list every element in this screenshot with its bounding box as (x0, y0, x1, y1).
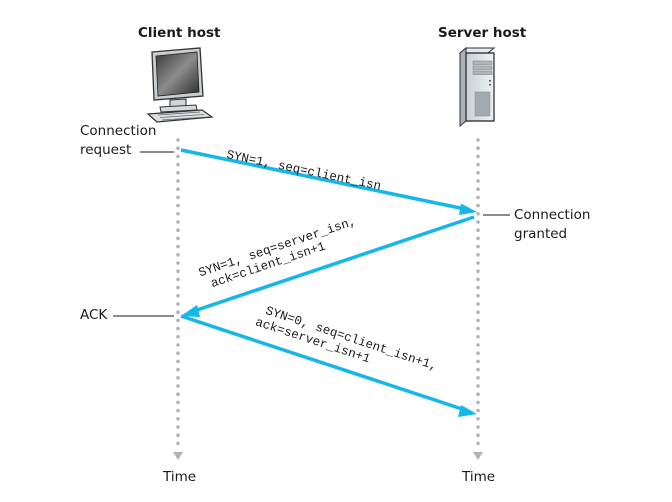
server-timeline (473, 138, 483, 460)
connection-granted-line-2: granted (514, 226, 568, 242)
ack-label: ACK (80, 307, 108, 323)
desktop-computer-icon (146, 47, 214, 123)
ack-arrow (180, 314, 477, 417)
client-time-label: Time (163, 469, 197, 485)
synack-arrow (181, 215, 475, 317)
connection-request-label: Connection request (80, 122, 156, 160)
client-timeline (173, 138, 183, 460)
connection-request-line-1: Connection (80, 123, 157, 139)
syn-arrow (180, 148, 477, 215)
client-timeline-arrowhead (173, 452, 183, 460)
connection-granted-label: Connection granted (514, 206, 590, 244)
client-host-title: Client host (138, 25, 221, 41)
server-timeline-arrowhead (473, 452, 483, 460)
tower-server-icon (458, 46, 496, 128)
server-host-title: Server host (438, 25, 527, 41)
connection-granted-line-1: Connection (514, 207, 591, 223)
server-time-label: Time (462, 469, 496, 485)
connection-request-line-2: request (80, 142, 132, 158)
